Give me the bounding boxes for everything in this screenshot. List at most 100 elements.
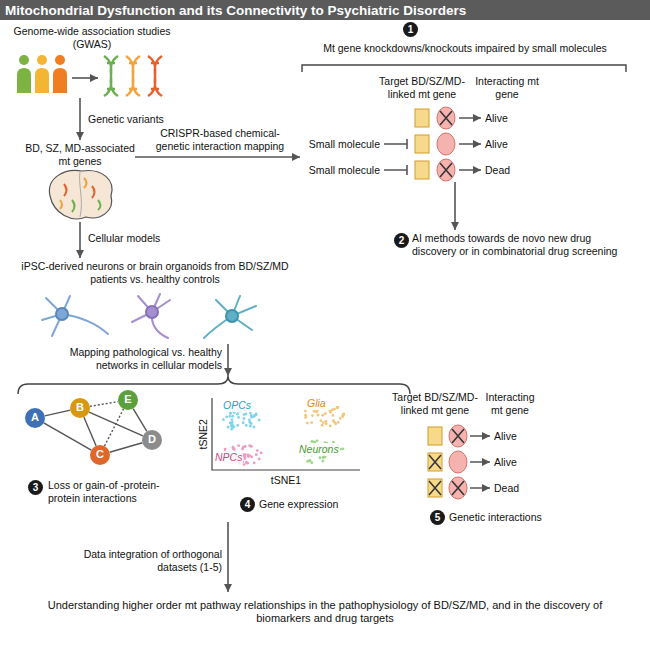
text-label: Alive bbox=[485, 112, 508, 125]
network-link bbox=[89, 412, 143, 436]
flow-arrow bbox=[227, 522, 229, 592]
scatter-dots bbox=[309, 459, 312, 462]
node-letter: E bbox=[124, 393, 131, 406]
network-link bbox=[84, 417, 96, 446]
interaction-rows bbox=[459, 143, 481, 145]
cluster-label: Glia bbox=[306, 397, 327, 410]
person-icons bbox=[37, 55, 47, 65]
scatter-dots bbox=[250, 455, 253, 458]
scatter-dots bbox=[243, 457, 246, 460]
text-label: Data integration of orthogonal datasets … bbox=[58, 548, 222, 573]
scatter-dots bbox=[244, 456, 247, 459]
genetic-interaction-rows bbox=[470, 461, 490, 463]
scatter-dots bbox=[250, 445, 253, 448]
person-icons bbox=[55, 55, 65, 65]
scatter-dots bbox=[245, 424, 248, 427]
scatter-dots bbox=[342, 414, 345, 417]
scatter-dots bbox=[232, 446, 235, 449]
scatter-dots bbox=[258, 458, 261, 461]
cluster-label: NPCs bbox=[214, 451, 243, 464]
person-icons bbox=[17, 68, 31, 93]
scatter-dots bbox=[253, 414, 256, 417]
text-label: Gene expression bbox=[259, 498, 359, 511]
flow-arrow bbox=[227, 344, 229, 376]
genetic-interaction-rows bbox=[428, 453, 442, 471]
neuron-icons bbox=[226, 310, 238, 322]
scatter-dots bbox=[245, 413, 248, 416]
scatter-dots bbox=[258, 419, 261, 422]
interaction-rows bbox=[459, 117, 481, 119]
text-node: iPSC-derived neurons or brain organoids … bbox=[20, 258, 290, 342]
scatter-dots bbox=[237, 444, 240, 447]
flow-arrow bbox=[454, 182, 456, 230]
text-label: Target BD/SZ/MD-linked mt gene bbox=[386, 391, 484, 416]
scatter-dots bbox=[328, 410, 331, 413]
genetic-interaction-rows bbox=[429, 481, 464, 495]
scatter-dots bbox=[230, 424, 233, 427]
network-link bbox=[45, 410, 70, 416]
scatter-dots bbox=[229, 421, 232, 424]
person-icons bbox=[35, 68, 49, 93]
scatter-dots bbox=[310, 421, 313, 424]
scatter-dots bbox=[250, 422, 253, 425]
brain-icon bbox=[80, 172, 82, 217]
scatter-dots bbox=[222, 418, 225, 421]
genetic-interaction-rows bbox=[428, 427, 442, 445]
scatter-dots bbox=[255, 413, 258, 416]
scatter-dots bbox=[248, 454, 251, 457]
brain-icon bbox=[49, 170, 112, 218]
scatter-dots bbox=[304, 410, 307, 413]
text-node: Genome-wide association studies (GWAS) bbox=[12, 23, 172, 98]
scatter-dots bbox=[322, 421, 325, 424]
scatter-dots bbox=[336, 406, 339, 409]
scatter-dots bbox=[329, 425, 332, 428]
genetic-interaction-rows bbox=[449, 477, 467, 499]
genetic-interaction-rows bbox=[452, 429, 464, 443]
text-node: AI methods towards de novo new drug disc… bbox=[412, 230, 638, 262]
scatter-dots bbox=[228, 415, 231, 418]
neuron-icons bbox=[56, 308, 68, 320]
scatter-dots bbox=[245, 461, 248, 464]
scatter-dots bbox=[322, 456, 325, 459]
node-text: Mt gene knockdowns/knockouts impaired by… bbox=[300, 42, 630, 55]
scatter-dots bbox=[336, 406, 339, 409]
scatter-dots bbox=[249, 425, 252, 428]
scatter-dots bbox=[339, 417, 342, 420]
scatter-dots bbox=[304, 416, 307, 419]
network-node: E bbox=[118, 390, 138, 410]
neuron-icons bbox=[42, 296, 108, 336]
genetic-interaction-rows bbox=[470, 487, 490, 489]
interaction-rows bbox=[437, 159, 455, 181]
text-label: Dead bbox=[485, 164, 510, 177]
text-label: Genetic interactions bbox=[449, 511, 569, 524]
scatter-dots bbox=[311, 414, 314, 417]
interaction-rows bbox=[437, 107, 455, 129]
node-text: iPSC-derived neurons or brain organoids … bbox=[20, 260, 290, 285]
scatter-dots bbox=[249, 411, 252, 414]
scatter-dots bbox=[324, 420, 327, 423]
text-label: tSNE2 bbox=[197, 412, 210, 456]
scatter-dots bbox=[341, 415, 344, 418]
scatter-dots bbox=[232, 447, 235, 450]
scatter-dots bbox=[250, 416, 253, 419]
scatter-dots bbox=[233, 425, 236, 428]
network-node: A bbox=[25, 408, 45, 428]
scatter-dots bbox=[241, 448, 244, 451]
node-text: Genome-wide association studies (GWAS) bbox=[12, 25, 172, 50]
scatter-dots bbox=[254, 414, 257, 417]
brain-icon bbox=[64, 184, 95, 198]
scatter-dots bbox=[231, 424, 234, 427]
scatter-dots bbox=[324, 455, 327, 458]
scatter-dots bbox=[246, 461, 249, 464]
scatter-dots bbox=[304, 414, 307, 417]
scatter-dots bbox=[313, 410, 316, 413]
node-letter: B bbox=[76, 401, 84, 414]
scatter-dots bbox=[308, 459, 311, 462]
network-node: B bbox=[70, 398, 90, 418]
flow-arrow bbox=[79, 98, 81, 140]
edge-label: Cellular models bbox=[88, 232, 188, 245]
scatter-dots bbox=[230, 428, 233, 431]
text-label: Interacting mt gene bbox=[480, 391, 540, 416]
network-link bbox=[90, 402, 118, 407]
scatter-dots bbox=[229, 411, 232, 414]
